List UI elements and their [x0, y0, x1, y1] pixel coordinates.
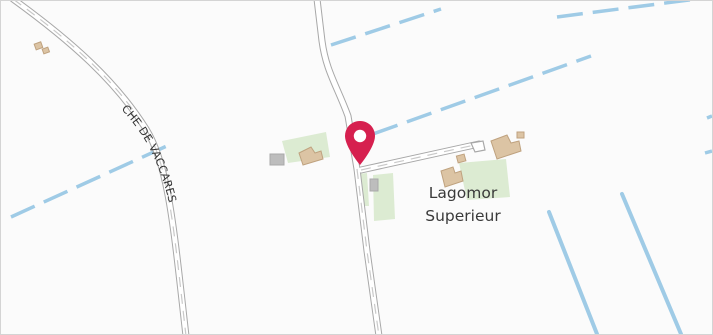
canal-right-edge: [706, 114, 712, 120]
road-casings: [10, 1, 483, 334]
road-dashes: [14, 1, 480, 334]
building-5: [490, 134, 522, 160]
canal-upper-2: [556, 1, 695, 19]
gray-building-1: [269, 153, 285, 166]
building-7: [455, 153, 467, 164]
place-label: Lagomor Superieur: [403, 182, 523, 228]
green-area-4: [459, 159, 510, 200]
road-label-text: CHE DE VACCARES: [119, 102, 179, 204]
canal-upper-1: [330, 7, 442, 47]
buildings: [33, 41, 525, 188]
place-label-line-2: Superieur: [425, 207, 501, 225]
map-pin-icon[interactable]: [342, 119, 378, 169]
canal-left: [10, 143, 170, 219]
gray-building-2: [369, 178, 379, 192]
road-label: CHE DE VACCARES: [119, 102, 179, 204]
place-label-line-1: Lagomor: [428, 184, 498, 202]
road-east-end: [470, 140, 486, 153]
building-6: [516, 131, 525, 139]
building-3: [298, 146, 324, 166]
building-4: [440, 166, 464, 188]
canal-right-edge-2: [704, 149, 712, 155]
building-2: [41, 46, 51, 55]
water-canals: [10, 1, 712, 219]
gray-buildings: [269, 153, 379, 192]
canal-middle: [372, 54, 592, 136]
channel-2: [620, 192, 683, 334]
building-1: [33, 41, 44, 51]
channel-1: [547, 210, 599, 334]
water-channels: [547, 192, 683, 334]
